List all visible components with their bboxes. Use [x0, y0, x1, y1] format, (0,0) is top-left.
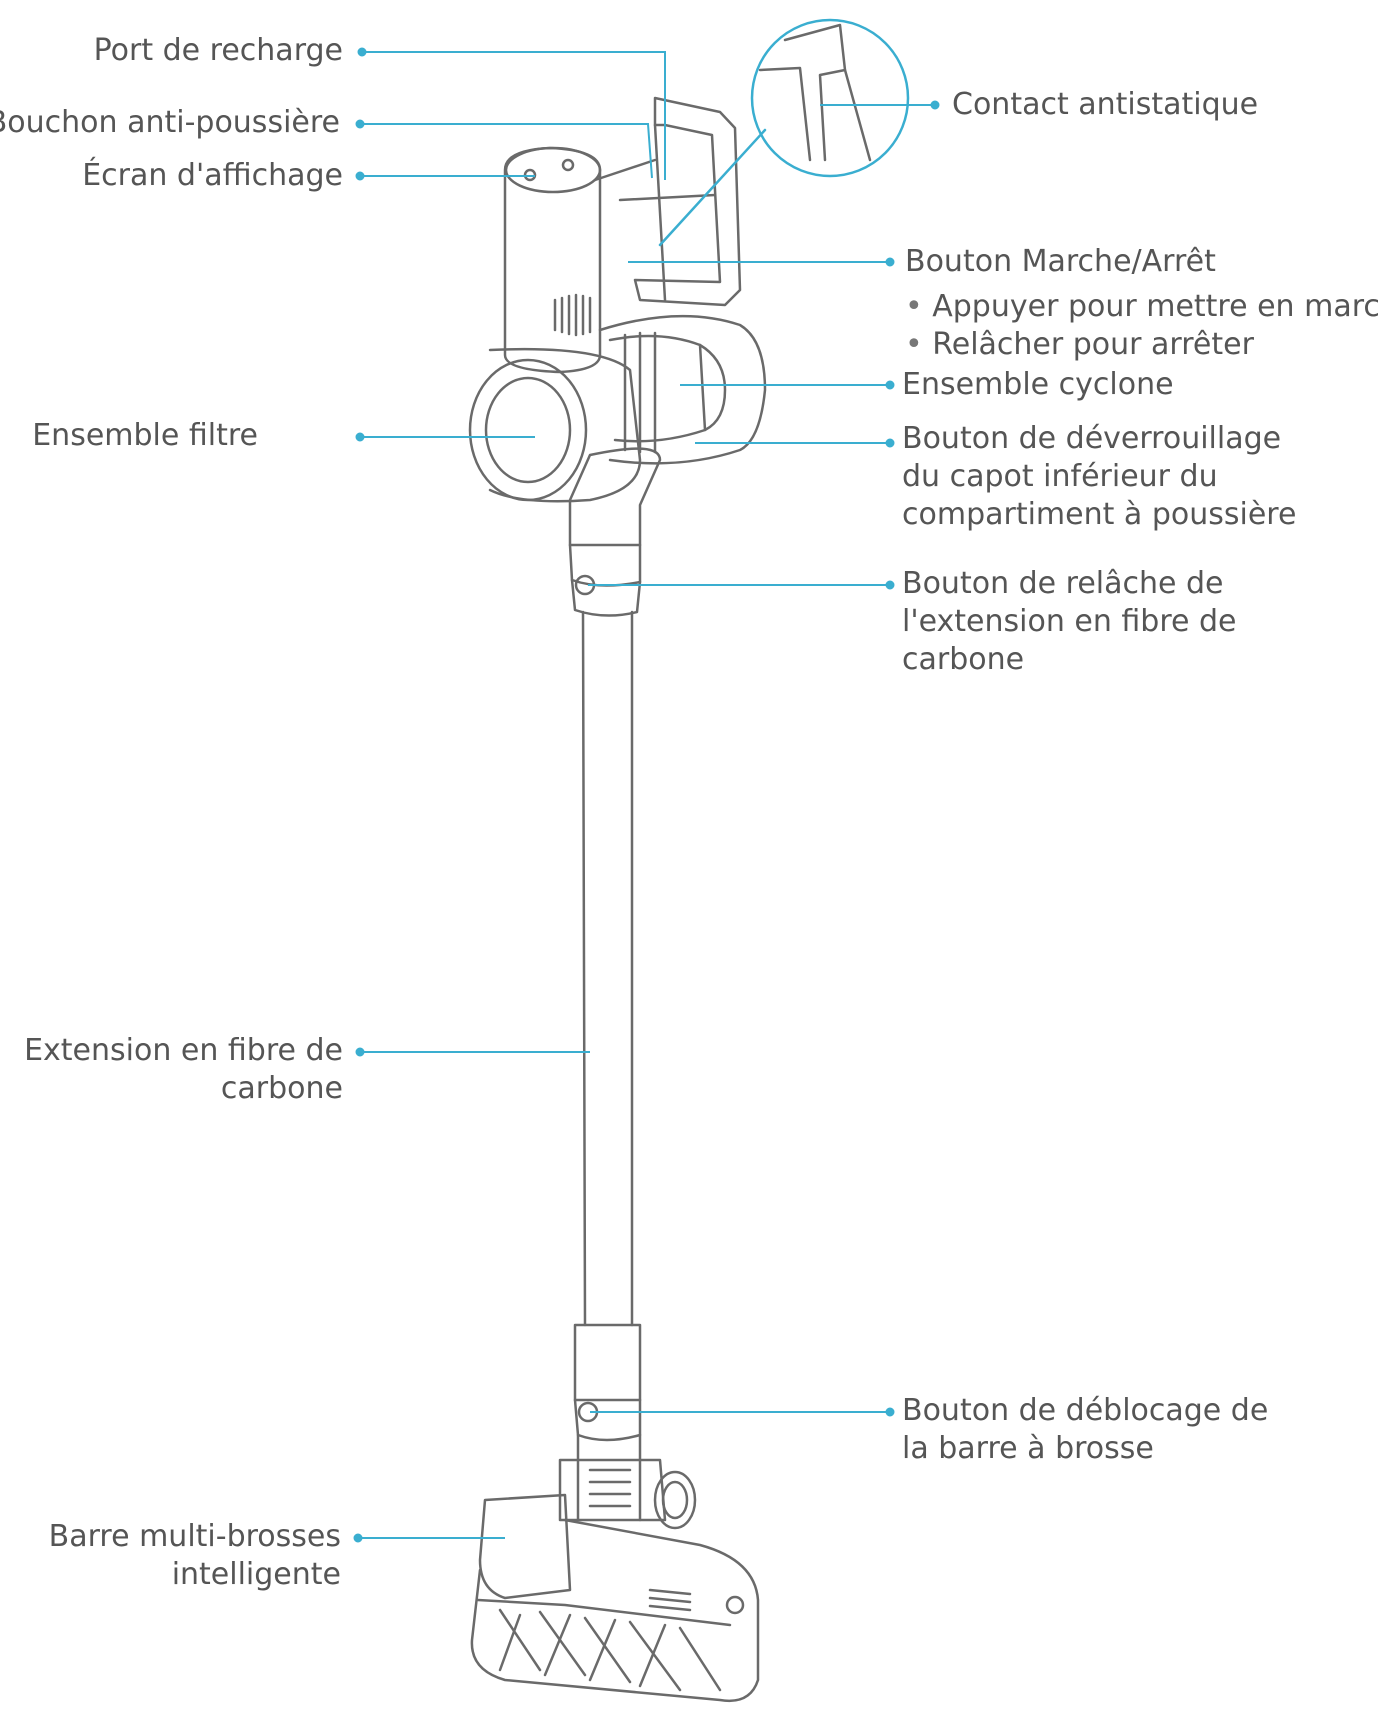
leader-bouchon [355, 119, 653, 179]
note-relacher: Relâcher pour arrêter [905, 326, 1378, 364]
label-relache-line2: l'extension en fibre de [902, 604, 1237, 639]
label-bouchon: Bouchon anti-poussière [0, 105, 340, 140]
label-deverrouillage: Bouton de déverrouillage du capot inféri… [902, 420, 1296, 534]
filter-assembly [468, 347, 642, 503]
lower-connector [573, 1323, 642, 1522]
label-barre-line1: Barre multi-brosses [48, 1519, 341, 1554]
label-deblocage: Bouton de déblocage de la barre à brosse [902, 1392, 1268, 1468]
handle-bracket [593, 96, 742, 307]
label-relache-line3: carbone [902, 642, 1025, 677]
label-contact: Contact antistatique [952, 87, 1259, 122]
label-deverrouillage-line3: compartiment à poussière [902, 497, 1297, 532]
leader-deverrouillage [695, 438, 895, 448]
label-ecran: Écran d'affichage [82, 158, 343, 193]
leader-barre [353, 1533, 505, 1543]
leader-extension [355, 1047, 590, 1057]
leader-port-recharge [357, 47, 666, 180]
label-cyclone: Ensemble cyclone [902, 367, 1174, 402]
label-relache-line1: Bouton de relâche de [902, 566, 1224, 601]
label-deblocage-line1: Bouton de déblocage de [902, 1393, 1269, 1428]
label-extension-line2: carbone [220, 1071, 343, 1106]
leader-relache-extension [588, 580, 895, 590]
neck [568, 447, 662, 617]
leader-bouton-marche [628, 257, 895, 267]
label-barre: Barre multi-brosses intelligente [49, 1518, 341, 1594]
leader-contact [820, 100, 940, 110]
label-port-recharge: Port de recharge [93, 33, 343, 68]
label-relache-extension: Bouton de relâche de l'extension en fibr… [902, 565, 1236, 679]
label-bouton-marche: Bouton Marche/Arrêt [905, 244, 1216, 279]
label-deverrouillage-line1: Bouton de déverrouillage [902, 421, 1282, 456]
leader-deblocage [590, 1407, 895, 1417]
note-appuyer: Appuyer pour mettre en marche [905, 288, 1378, 326]
leader-cyclone [680, 380, 895, 390]
magnifier-inset [658, 18, 910, 247]
label-barre-line2: intelligente [171, 1557, 341, 1592]
label-extension: Extension en fibre de carbone [24, 1032, 343, 1108]
display-body [503, 146, 602, 374]
label-deblocage-line2: la barre à brosse [902, 1431, 1154, 1466]
label-filtre: Ensemble filtre [32, 418, 258, 453]
carbon-fiber-tube [581, 610, 634, 1327]
cyclone-assembly [598, 314, 767, 465]
label-extension-line1: Extension en fibre de [24, 1033, 343, 1068]
label-marche-notes: Appuyer pour mettre en marche Relâcher p… [905, 288, 1378, 364]
leader-ecran [355, 171, 535, 181]
brush-head [470, 1458, 760, 1703]
leader-filtre [355, 432, 535, 442]
label-deverrouillage-line2: du capot inférieur du [902, 459, 1218, 494]
